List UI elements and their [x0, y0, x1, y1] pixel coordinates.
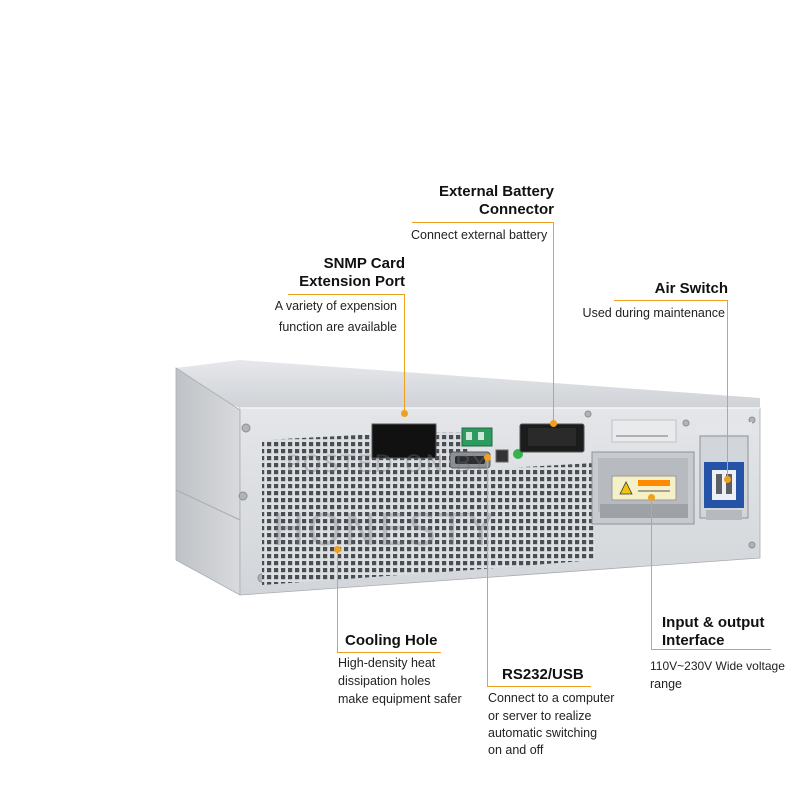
io-title-line2: Interface	[662, 632, 725, 649]
usb-port	[495, 449, 509, 463]
snmp-desc-line1: A variety of expension	[274, 299, 397, 313]
io-desc-line1: 110V~230V Wide voltage	[650, 659, 785, 673]
rs232-callout-hline	[487, 686, 591, 687]
cooling-desc-line2: dissipation holes	[338, 674, 431, 688]
rs232-desc-line1: Connect to a computer	[488, 691, 615, 705]
air-switch-callout-hline	[614, 300, 728, 301]
battery-callout-hline	[412, 222, 554, 223]
cooling-desc-line1: High-density heat	[338, 656, 436, 670]
air-switch-desc: Used during maintenance	[582, 306, 725, 320]
rs232-desc-line3: automatic switching	[488, 726, 598, 740]
cooling-callout-vline	[337, 549, 338, 653]
cooling-callout-hline	[337, 652, 441, 653]
cooling-title: Cooling Hole	[345, 632, 438, 649]
air-switch-callout-vline	[727, 300, 728, 478]
battery-callout-vline	[553, 222, 554, 424]
io-callout-vline	[651, 497, 652, 650]
watermark-line2: HONESTY	[272, 505, 497, 556]
battery-title-line2: Connector	[479, 201, 554, 218]
rs232-callout-vline	[487, 457, 488, 687]
snmp-title-line2: Extension Port	[299, 273, 405, 290]
watermark-line1: POSTED ON BY	[286, 450, 489, 478]
snmp-callout-vline	[404, 294, 405, 414]
battery-callout-dot	[550, 420, 557, 427]
io-title-line1: Input & output	[662, 614, 765, 631]
rs232-desc-line2: or server to realize	[488, 709, 592, 723]
snmp-callout-dot	[401, 410, 408, 417]
snmp-desc-line2: function are available	[278, 320, 397, 334]
snmp-slot	[371, 423, 437, 459]
snmp-title-line1: SNMP Card	[323, 255, 405, 272]
io-desc-line2: range	[650, 677, 682, 691]
air-switch-title: Air Switch	[654, 280, 728, 297]
air-switch-callout-dot	[724, 476, 731, 483]
rs232-desc-line4: on and off	[488, 743, 544, 757]
battery-desc: Connect external battery	[411, 228, 548, 242]
rs232-title: RS232/USB	[502, 666, 584, 683]
cooling-vent-grid	[262, 432, 470, 585]
battery-title-line1: External Battery	[438, 183, 554, 200]
cooling-desc-line3: make equipment safer	[338, 692, 462, 706]
snmp-callout-hline	[288, 294, 405, 295]
io-callout-hline	[651, 649, 771, 650]
chassis-top	[176, 360, 760, 408]
